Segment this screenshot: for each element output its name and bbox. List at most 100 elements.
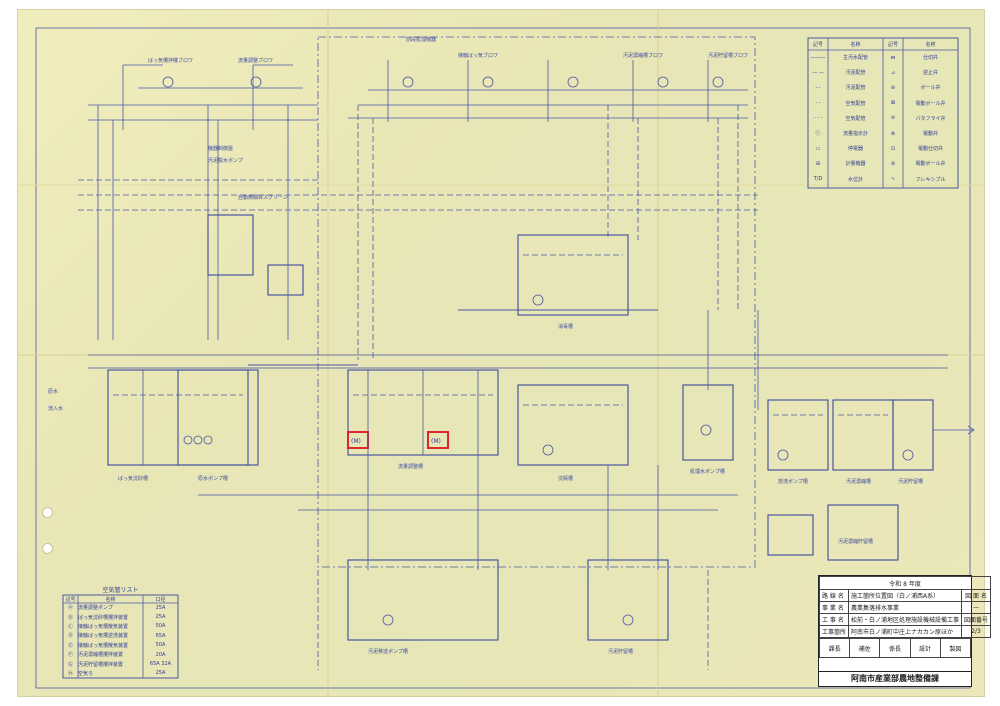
svg-text:自動微細目スクリーン: 自動微細目スクリーン: [238, 194, 288, 201]
title-field-extra: —: [961, 601, 992, 614]
legend-row: ⊞計量機器⊜電動ボール弁: [808, 156, 958, 171]
title-block: 令和 8 年度 路 線 名施工箇所位置図（白ノ浦西A系）図 面 名事 業 名農業…: [818, 575, 992, 687]
tank-t2: [177, 369, 259, 466]
equipment-name: 接触ばっ気槽散気装置: [78, 623, 129, 630]
equipment-size: 25A: [155, 614, 166, 621]
svg-text:接触ばっ気ブロワ: 接触ばっ気ブロワ: [458, 52, 498, 59]
legend-name: 仕切弁: [922, 55, 938, 62]
legend-name: 停電器: [847, 146, 863, 153]
svg-text:汚泥貯留槽: 汚泥貯留槽: [608, 648, 633, 655]
title-year: 令和 8 年度: [818, 576, 992, 590]
title-field-label: 路 線 名: [818, 589, 850, 602]
svg-text:消毒槽: 消毒槽: [558, 323, 573, 330]
equipment-header-cell: 記号: [65, 596, 76, 603]
title-field-label: 工事箇所: [818, 625, 850, 638]
approval-stamp-box: 補佐: [849, 638, 881, 658]
tank-t12a: [767, 514, 814, 556]
highlight-pump-right: [427, 431, 449, 449]
frame-border: [35, 27, 971, 689]
title-field-label: 事 業 名: [818, 601, 850, 614]
equipment-name: 汚泥濃縮槽攪拌装置: [78, 652, 124, 659]
legend-name: 水位計: [847, 176, 863, 183]
legend-name: 主汚水配管: [842, 55, 868, 62]
equipment-row: Ⓑ ばっ気沈砂槽攪拌装置 25A: [63, 612, 178, 621]
legend-symbol: ⊜: [890, 160, 896, 167]
svg-text:汚泥貯留槽: 汚泥貯留槽: [898, 478, 923, 485]
svg-text:ばっ気攪拌機ブロワ: ばっ気攪拌機ブロワ: [148, 57, 193, 64]
equipment-row: Ⓓ 接触ばっ気槽逆洗装置 65A: [63, 631, 178, 640]
svg-text:汚泥濃縮槽: 汚泥濃縮槽: [846, 478, 871, 485]
tank-t7: [767, 399, 829, 471]
tank-t5: [682, 384, 734, 461]
approval-stamp-box: 製図: [939, 638, 972, 658]
top-group-label: 前段処理機器: [406, 36, 436, 43]
equipment-size: 25A: [155, 604, 166, 611]
title-field-value: 農業集落排水事業: [848, 601, 963, 614]
svg-text:放流ポンプ槽: 放流ポンプ槽: [778, 478, 808, 485]
svg-text:処理水ポンプ槽: 処理水ポンプ槽: [690, 468, 725, 475]
binding-hole: [42, 507, 53, 518]
legend-name: 空気配管: [845, 115, 866, 122]
svg-text:汚泥移送ポンプ槽: 汚泥移送ポンプ槽: [368, 648, 408, 655]
legend-row: — —汚泥配管⊿逆止弁: [808, 65, 958, 80]
svg-text:沈殿槽: 沈殿槽: [558, 475, 573, 482]
equipment-size: 65A: [155, 632, 166, 639]
blower-section-right: 接触ばっ気ブロワ 汚泥濃縮槽ブロワ 汚泥貯留槽ブロワ: [348, 52, 748, 360]
equipment-list-header: 記号 名称 口径: [63, 595, 178, 603]
legend-header-cell: 名称: [925, 41, 936, 48]
legend-name: ボール弁: [920, 85, 941, 92]
tank-t10: [347, 559, 499, 641]
svg-text:ばっ気沈砂槽: ばっ気沈砂槽: [118, 475, 148, 482]
legend-row: -·-汚泥配管⊛ボール弁: [808, 80, 958, 95]
equipment-list-title: 空気管リスト: [102, 587, 139, 594]
svg-text:汚泥脱水ポンプ: 汚泥脱水ポンプ: [208, 157, 243, 164]
legend-symbol: - -: [815, 100, 821, 107]
approval-stamp-box: 係長: [879, 638, 911, 658]
legend-row: ———主汚水配管⋈仕切弁: [808, 50, 958, 65]
equipment-symbol: Ⓖ: [67, 661, 73, 668]
legend-symbol: ▭: [815, 145, 821, 152]
tank-t8: [832, 399, 894, 471]
legend-row: - -空気配管⊠電動ボール弁: [808, 96, 958, 111]
legend-symbol: — —: [812, 69, 824, 76]
title-field-value: 阿南市白ノ浦町中庄上ナカカン原ほか: [848, 625, 963, 638]
equipment-symbol: Ⓗ: [67, 670, 73, 677]
tank-t12b: [827, 504, 899, 561]
title-block-row: 工 事 名松前・白ノ浦地区処理施設機械設備工事図面番号: [818, 613, 992, 626]
svg-text:流入水: 流入水: [48, 405, 63, 412]
binding-hole: [42, 543, 53, 554]
equipment-symbol: Ⓒ: [67, 623, 73, 630]
equipment-header-cell: 名称: [105, 596, 116, 603]
legend-name: フレキシブル: [915, 176, 946, 183]
equipment-name: ばっ気沈砂槽攪拌装置: [78, 614, 129, 621]
equipment-name: 接触ばっ気槽逆洗装置: [78, 633, 129, 640]
title-field-extra: 図面番号: [961, 613, 992, 626]
legend-symbol: ⊠: [890, 100, 896, 107]
legend: 記号 名称 記号 名称 ———主汚水配管⋈仕切弁— —汚泥配管⊿逆止弁-·-汚泥…: [808, 38, 958, 187]
equipment-size: 65A 32A: [149, 661, 172, 668]
piping-diagram: 前段処理機器 ばっ気攪拌機ブロワ 流量調整ブロワ 接触ばっ気ブロワ 汚泥濃縮槽ブ…: [18, 10, 984, 696]
equipment-symbol: Ⓑ: [67, 614, 73, 621]
legend-name: 電動ボール弁: [915, 100, 946, 107]
office-name: 阿南市産業部農地整備課: [819, 671, 971, 686]
legend-symbol: T/D: [813, 176, 823, 183]
legend-name: 流量指示計: [842, 131, 868, 138]
legend-symbol: - - -: [813, 115, 823, 122]
svg-text:汚泥濃縮貯留槽: 汚泥濃縮貯留槽: [838, 538, 873, 545]
legend-table: [807, 37, 959, 189]
approval-stamp-box: 設計: [909, 638, 941, 658]
svg-text:汚泥濃縮槽ブロワ: 汚泥濃縮槽ブロワ: [623, 52, 663, 59]
equipment-symbol: Ⓓ: [67, 633, 73, 640]
legend-name: 汚泥配管: [845, 85, 866, 92]
legend-symbol: ⊗: [890, 130, 896, 137]
building-boundary: [317, 36, 756, 568]
svg-text:流量調整槽: 流量調整槽: [398, 463, 423, 470]
legend-symbol: ———: [810, 54, 826, 61]
legend-row: - - -空気配管⊘バタフライ弁: [808, 111, 958, 126]
